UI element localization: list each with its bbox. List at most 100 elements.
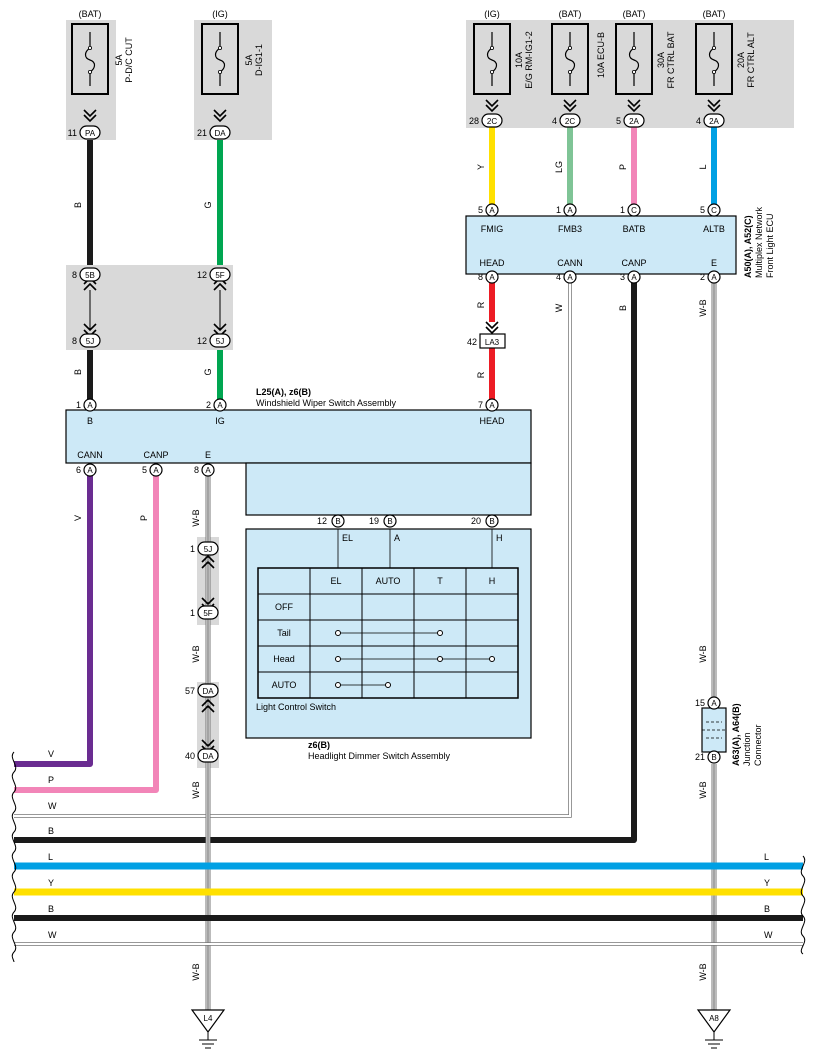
svg-text:A: A	[489, 273, 495, 282]
svg-text:20: 20	[471, 516, 481, 526]
wiper-pin-label: E	[205, 450, 211, 460]
wire-code: W	[554, 303, 564, 312]
svg-text:8: 8	[72, 336, 77, 346]
dimmer-pin-label: A	[394, 533, 400, 543]
svg-text:C: C	[631, 206, 637, 215]
bus-label: W	[48, 930, 57, 940]
svg-text:4: 4	[556, 272, 561, 282]
ecu-id: A50(A), A52(C)	[743, 215, 753, 278]
wire-code: W-B	[191, 781, 201, 798]
fuse-fr-ctrl-bat: (BAT) 30A FR CTRL BAT	[615, 9, 676, 95]
svg-text:2A: 2A	[629, 117, 639, 126]
pin-callout: 6 A	[76, 463, 97, 477]
svg-text:11: 11	[68, 128, 77, 138]
svg-text:1: 1	[190, 608, 195, 618]
fuse-rating: 30A	[656, 52, 666, 68]
bus-label: L	[764, 852, 769, 862]
pin-callout: 28 2C	[469, 113, 503, 128]
junction-connector: A63(A), A64(B) Junction Connector	[701, 703, 763, 766]
dimmer-pin-label: H	[496, 533, 503, 543]
bus-label: B	[764, 904, 770, 914]
svg-text:3: 3	[620, 272, 625, 282]
dimmer-pin-label: EL	[342, 533, 353, 543]
ground-symbols: L4 A8	[190, 1009, 732, 1049]
pin-callout: 2 A	[206, 398, 227, 412]
fuse-source-label: (BAT)	[703, 9, 726, 19]
pin-callout: 5 A	[478, 203, 499, 217]
svg-text:2A: 2A	[709, 117, 719, 126]
wire-code: G	[203, 368, 213, 375]
wiper-pin-label: IG	[215, 416, 225, 426]
wire-black	[14, 282, 637, 843]
svg-text:19: 19	[369, 516, 379, 526]
svg-text:C: C	[711, 206, 717, 215]
wire-code: V	[73, 515, 83, 521]
svg-text:42: 42	[467, 337, 477, 347]
wire-code: LG	[554, 161, 564, 173]
svg-text:A: A	[711, 699, 717, 708]
svg-text:15: 15	[695, 698, 705, 708]
wire-code: W-B	[698, 645, 708, 662]
break-marks	[11, 751, 806, 963]
pin-callout: 8 A	[478, 270, 499, 284]
fuse-source-label: (BAT)	[559, 9, 582, 19]
table-header: T	[437, 576, 443, 586]
pin-callout: 21 B	[695, 750, 721, 764]
pin-callout: 5 2A	[616, 113, 645, 128]
ecu-pin-label: FMIG	[481, 224, 504, 234]
ground-label: A8	[709, 1014, 719, 1023]
pin-callout: 1 A	[556, 203, 577, 217]
svg-text:1: 1	[556, 205, 561, 215]
svg-text:B: B	[711, 753, 716, 762]
pin-callout: 4 2C	[552, 113, 581, 128]
svg-text:B: B	[489, 517, 494, 526]
wire-white	[14, 282, 571, 817]
svg-text:12: 12	[197, 270, 207, 280]
svg-text:A: A	[153, 466, 159, 475]
wire-code: R	[476, 301, 486, 308]
svg-text:28: 28	[469, 116, 479, 126]
wiper-pin-label: CANP	[143, 450, 168, 460]
svg-text:A: A	[87, 466, 93, 475]
svg-text:A: A	[87, 401, 93, 410]
pin-callout: 8 5B	[72, 267, 101, 282]
svg-text:2: 2	[206, 400, 211, 410]
wiper-pin-label: HEAD	[479, 416, 505, 426]
svg-text:5: 5	[478, 205, 483, 215]
wire-code: Y	[476, 164, 486, 170]
wire-code: W-B	[191, 645, 201, 662]
svg-text:1: 1	[620, 205, 625, 215]
svg-text:5F: 5F	[215, 271, 224, 280]
headlight-dimmer-switch: EL A H EL AUTO T H OFF Tail Head AUTO	[245, 462, 532, 761]
ground-icon: A8	[696, 1009, 732, 1049]
svg-text:2: 2	[700, 272, 705, 282]
svg-text:8: 8	[478, 272, 483, 282]
bus-label: Y	[764, 878, 770, 888]
pin-callouts: 11 PA 21 DA 28 2C 4 2C 5 2A 4 2A	[68, 113, 725, 764]
svg-text:4: 4	[696, 116, 701, 126]
bus-label: L	[48, 852, 53, 862]
light-control-switch-label: Light Control Switch	[256, 702, 336, 712]
wire-code: W-B	[698, 299, 708, 316]
svg-text:5: 5	[616, 116, 621, 126]
fuse-rating: 5A	[244, 54, 254, 65]
fuse-rating: 20A	[736, 52, 746, 68]
fuse-source-label: (BAT)	[79, 9, 102, 19]
svg-text:57: 57	[185, 686, 195, 696]
svg-text:A: A	[205, 466, 211, 475]
bus-label: Y	[48, 878, 54, 888]
svg-text:12: 12	[197, 336, 207, 346]
wire-code: L	[698, 164, 708, 169]
ecu-name: Front Light ECU	[765, 213, 775, 278]
ecu-pin-label: BATB	[623, 224, 646, 234]
fuse-eg-rm-ig1-2: (IG) 10A E/G RM-IG1-2	[473, 9, 534, 95]
wiper-pin-label: CANN	[77, 450, 103, 460]
svg-text:B: B	[335, 517, 340, 526]
fuse-rating: 5A	[114, 54, 124, 65]
ecu-pin-label: E	[711, 258, 717, 268]
svg-text:PA: PA	[85, 129, 96, 138]
wiper-switch-name: Windshield Wiper Switch Assembly	[256, 398, 397, 408]
fuse-group: (BAT) 5A P-D/C CUT (IG) 5A D-IG1-1 (IG) …	[71, 9, 756, 95]
front-light-ecu: FMIG FMB3 BATB ALTB HEAD CANN CANP E A50…	[465, 206, 775, 278]
